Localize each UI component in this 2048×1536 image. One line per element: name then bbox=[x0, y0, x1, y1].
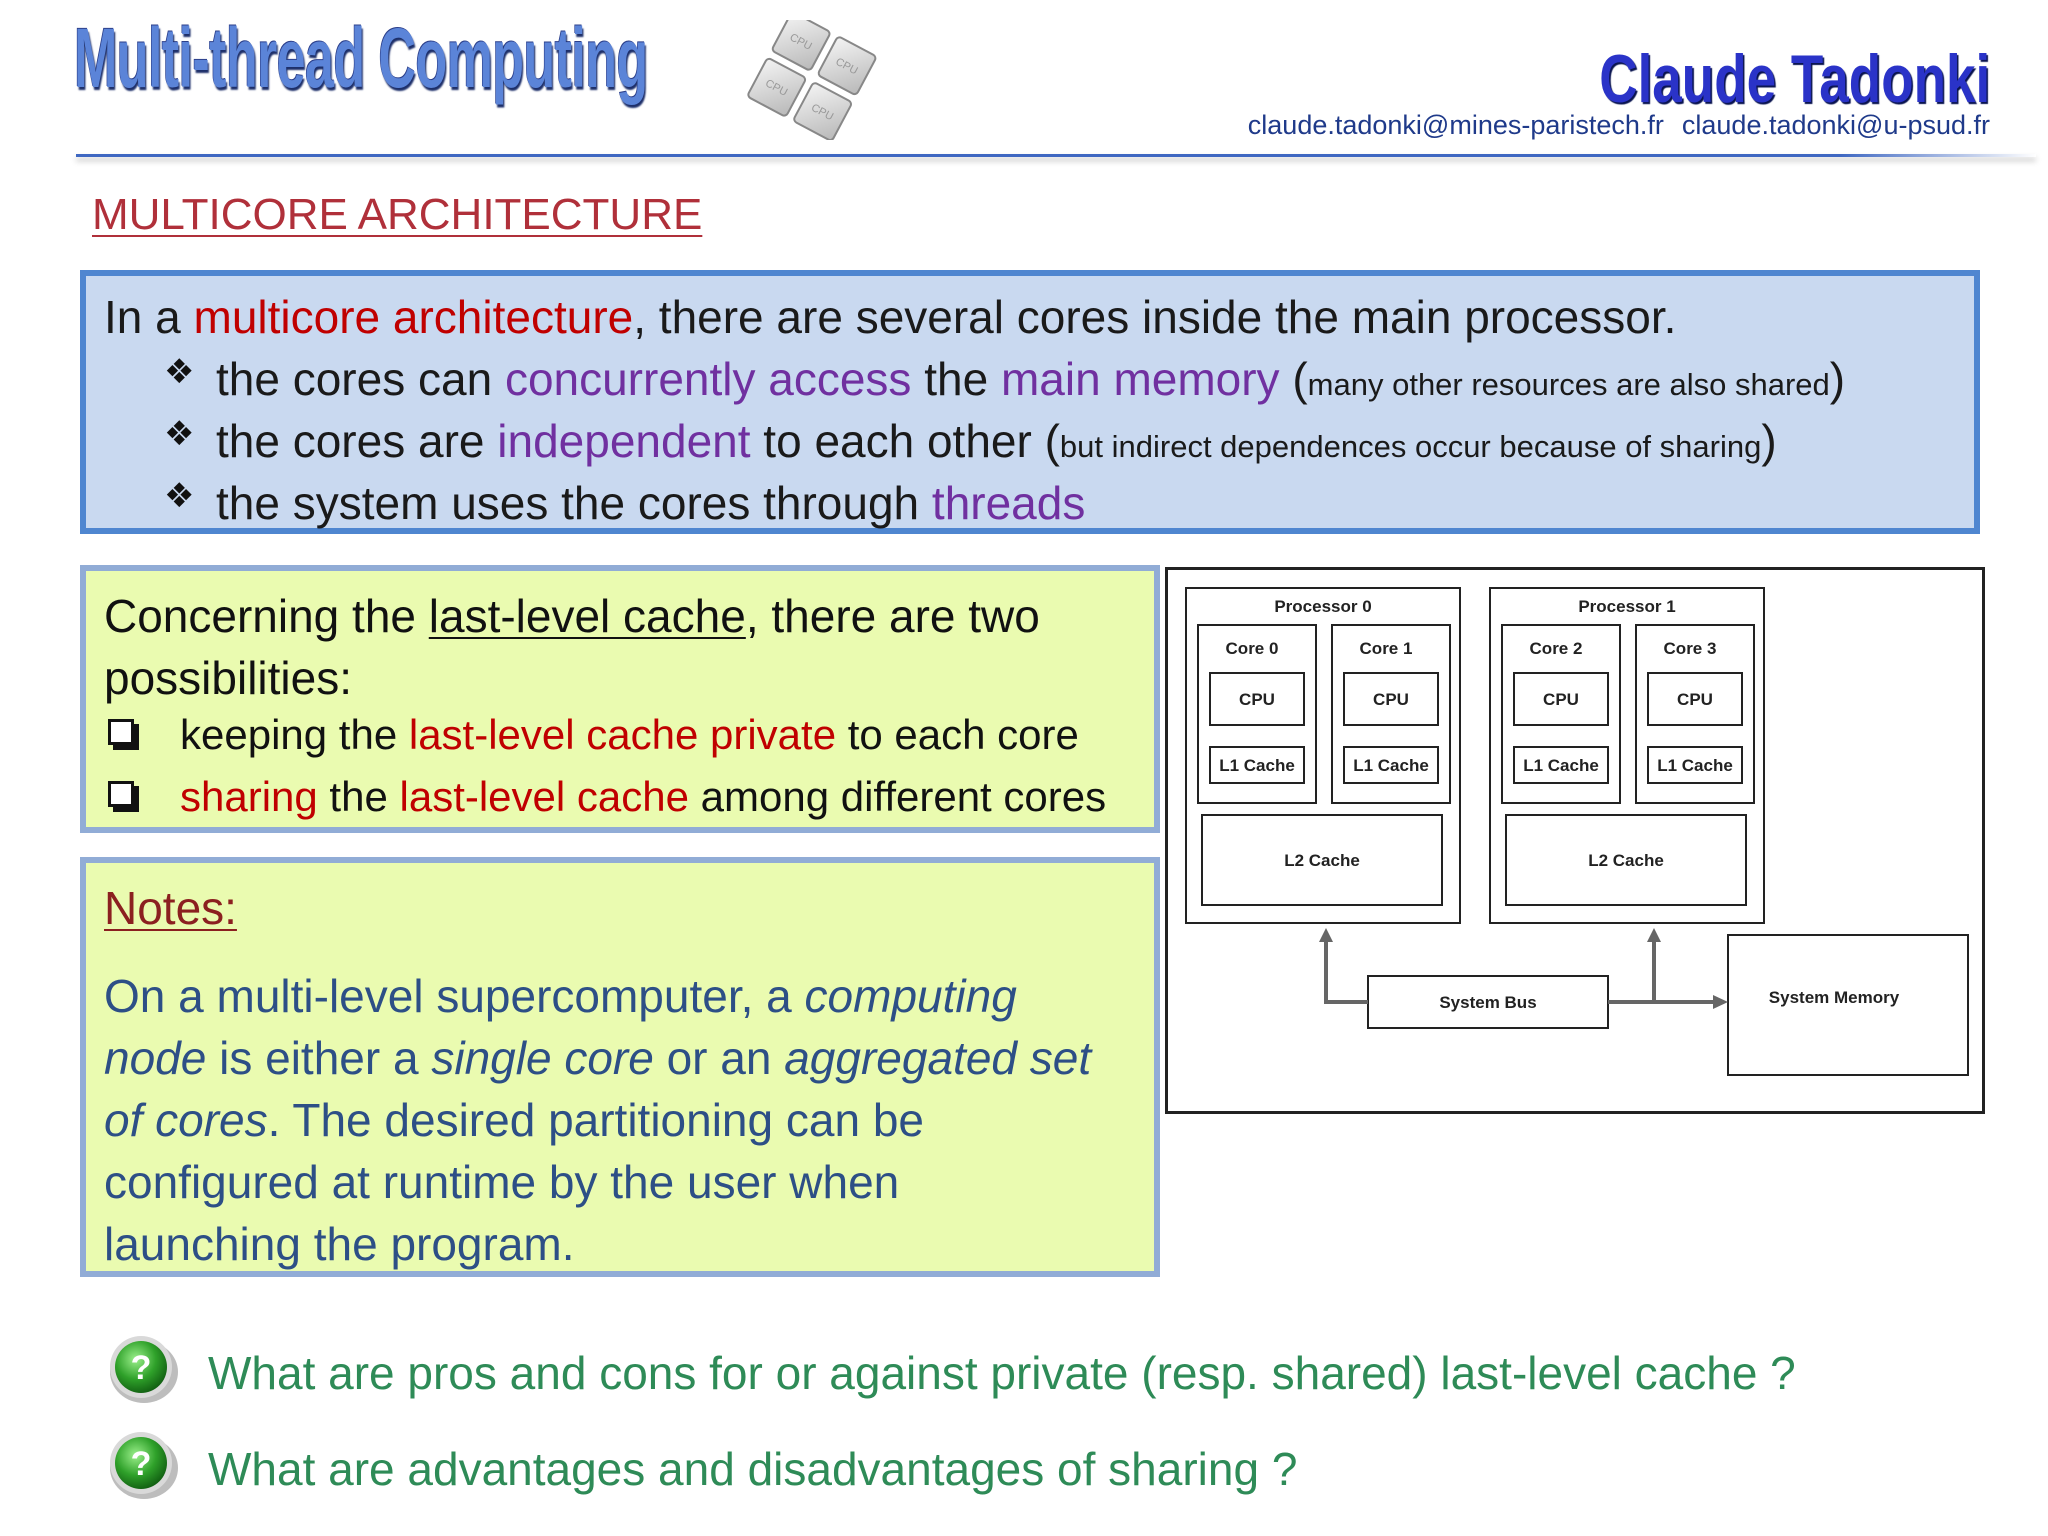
diamond-bullet-icon: ❖ bbox=[164, 476, 195, 516]
slide-header-title: Multi-thread Computing bbox=[74, 11, 648, 105]
intro-bullet: the cores are independent to each other … bbox=[216, 415, 1777, 467]
svg-text:?: ? bbox=[131, 1445, 152, 1483]
l1-cache-box bbox=[1513, 746, 1609, 784]
core-label: Core 2 bbox=[1530, 639, 1583, 658]
bus-to-processor-0-arrow bbox=[1324, 940, 1368, 1004]
cpu-label: CPU bbox=[1677, 690, 1713, 709]
core-0-box bbox=[1197, 624, 1317, 804]
system-memory-label: System Memory bbox=[1769, 988, 1900, 1007]
svg-text:?: ? bbox=[131, 1349, 152, 1387]
l2-cache-label: L2 Cache bbox=[1284, 851, 1360, 870]
cpu-label: CPU bbox=[1239, 690, 1275, 709]
notes-line: of cores. The desired partitioning can b… bbox=[104, 1094, 924, 1146]
l1-cache-label: L1 Cache bbox=[1523, 756, 1599, 775]
cache-option: sharing the last-level cache among diffe… bbox=[180, 773, 1107, 820]
checkbox-bullet-icon bbox=[108, 781, 134, 807]
notes-line: On a multi-level supercomputer, a comput… bbox=[104, 970, 1017, 1022]
arrow-head bbox=[1713, 995, 1728, 1009]
l1-cache-box bbox=[1343, 746, 1439, 784]
l1-cache-box bbox=[1209, 746, 1305, 784]
question-mark-icon: ? bbox=[110, 1336, 178, 1403]
notes-box: Notes: On a multi-level supercomputer, a… bbox=[80, 857, 1160, 1277]
core-label: Core 0 bbox=[1226, 639, 1279, 658]
intro-box: In a multicore architecture, there are s… bbox=[80, 270, 1980, 534]
cache-intro-line-2: possibilities: bbox=[104, 652, 352, 704]
core-3-box bbox=[1635, 624, 1755, 804]
notes-line: launching the program. bbox=[104, 1218, 575, 1270]
l1-cache-box bbox=[1647, 746, 1743, 784]
cpu-box bbox=[1209, 672, 1305, 726]
l1-cache-label: L1 Cache bbox=[1657, 756, 1733, 775]
core-1-box bbox=[1331, 624, 1451, 804]
author-name: Claude Tadonki bbox=[1599, 41, 1990, 117]
author-emails: claude.tadonki@mines-paristech.fr claude.… bbox=[1248, 110, 1990, 141]
notes-line: configured at runtime by the user when bbox=[104, 1156, 900, 1208]
processor-1-box bbox=[1489, 587, 1765, 924]
cpu-label: CPU bbox=[1543, 690, 1579, 709]
intro-line: In a multicore architecture, there are s… bbox=[104, 291, 1677, 343]
l2-cache-box bbox=[1201, 814, 1443, 906]
bus-to-processor-1-arrow bbox=[1608, 940, 1656, 1004]
question-mark-icon: ? bbox=[110, 1432, 178, 1499]
arrow-head bbox=[1319, 928, 1333, 942]
multicore-diagram: Processor 0 Processor 1 Core 0 Core 1 Co… bbox=[1165, 567, 1985, 1114]
processor-label: Processor 0 bbox=[1274, 597, 1371, 616]
cpu-box bbox=[1513, 672, 1609, 726]
email-1: claude.tadonki@mines-paristech.fr bbox=[1247, 110, 1664, 140]
last-level-cache-box: Concerning the last-level cache, there a… bbox=[80, 565, 1160, 833]
cpu-box bbox=[1343, 672, 1439, 726]
header-divider bbox=[76, 154, 2036, 157]
cpu-label: CPU bbox=[1373, 690, 1409, 709]
l1-cache-label: L1 Cache bbox=[1219, 756, 1295, 775]
question-2: What are advantages and disadvantages of… bbox=[208, 1443, 1298, 1495]
core-label: Core 1 bbox=[1360, 639, 1413, 658]
multicore-diagram-svg: Processor 0 Processor 1 Core 0 Core 1 Co… bbox=[1185, 587, 1969, 1076]
core-label: Core 3 bbox=[1664, 639, 1717, 658]
cache-intro-line: Concerning the last-level cache, there a… bbox=[104, 590, 1040, 642]
system-memory-box bbox=[1727, 934, 1969, 1076]
l2-cache-label: L2 Cache bbox=[1588, 851, 1664, 870]
system-bus-label: System Bus bbox=[1439, 993, 1536, 1012]
notes-title: Notes: bbox=[104, 882, 237, 934]
section-title: MULTICORE ARCHITECTURE bbox=[92, 190, 703, 239]
processor-0-box bbox=[1185, 587, 1461, 924]
checkbox-bullet-icon bbox=[108, 719, 134, 745]
email-2: claude.tadonki@u-psud.fr bbox=[1681, 110, 1990, 140]
arrow-head bbox=[1647, 928, 1661, 942]
diamond-bullet-icon: ❖ bbox=[164, 414, 195, 454]
l1-cache-label: L1 Cache bbox=[1353, 756, 1429, 775]
notes-line: node is either a single core or an aggre… bbox=[104, 1032, 1092, 1084]
question-1: What are pros and cons for or against pr… bbox=[208, 1347, 1796, 1399]
intro-bullet: the system uses the cores through thread… bbox=[216, 477, 1086, 529]
cpu-chips-icon: CPU CPU CPU CPU bbox=[747, 20, 877, 140]
diamond-bullet-icon: ❖ bbox=[164, 352, 195, 392]
cache-option: keeping the last-level cache private to … bbox=[180, 711, 1079, 758]
cpu-box bbox=[1647, 672, 1743, 726]
core-2-box bbox=[1501, 624, 1621, 804]
intro-bullet: the cores can concurrently access the ma… bbox=[216, 353, 1846, 405]
processor-label: Processor 1 bbox=[1578, 597, 1675, 616]
l2-cache-box bbox=[1505, 814, 1747, 906]
